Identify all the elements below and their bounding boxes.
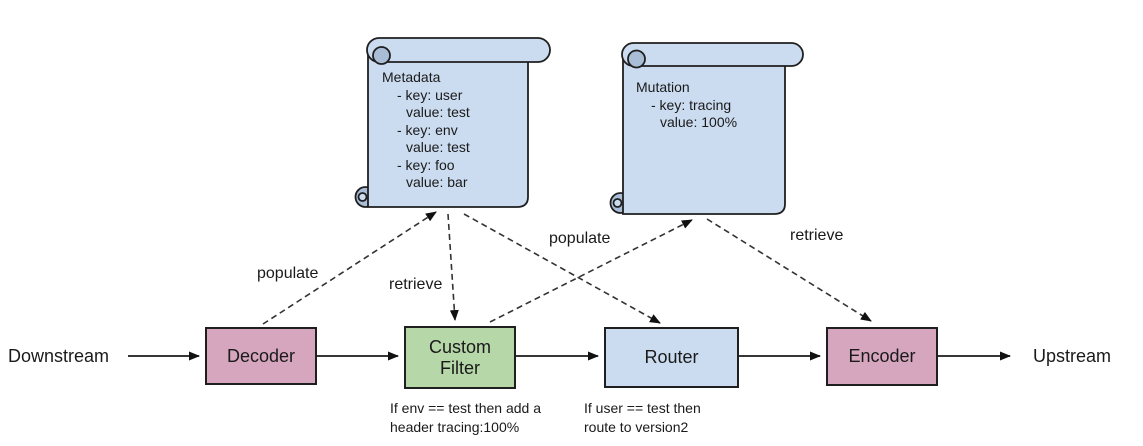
- node-encoder: Encoder: [826, 327, 938, 386]
- scroll-bottom-curl-inner-icon: [357, 192, 368, 202]
- node-router: Router: [604, 327, 739, 388]
- edge-label-retrieve-filter: retrieve: [389, 276, 443, 293]
- scroll-line: value: test: [406, 139, 470, 155]
- edge-label-retrieve-encoder: retrieve: [790, 227, 844, 244]
- scroll-line: value: bar: [406, 174, 468, 190]
- scroll-top-curl-icon: [627, 49, 646, 69]
- scroll-line: value: test: [406, 104, 470, 120]
- dashed-edge-decoder-populate-metadata: [262, 211, 437, 325]
- node-decoder: Decoder: [205, 327, 317, 385]
- scroll-title: Mutation: [636, 79, 690, 95]
- scroll-top-roll: [621, 42, 804, 67]
- metadata-scroll-text: Metadata - key: user value: test - key: …: [382, 69, 470, 192]
- scroll-body: [367, 49, 529, 208]
- scroll-bottom-curl-inner-icon: [612, 198, 623, 208]
- scroll-top-roll: [366, 37, 551, 63]
- router-caption: If user == test then route to version2: [584, 400, 701, 435]
- scroll-body: [622, 53, 786, 215]
- scroll-line: - key: tracing: [651, 96, 732, 113]
- dashed-edge-metadata-retrieve-filter: [447, 213, 459, 321]
- upstream-label: Upstream: [1033, 346, 1112, 366]
- downstream-label: Downstream: [8, 346, 110, 366]
- scroll-title: Metadata: [382, 69, 441, 85]
- scroll-line: - key: user: [397, 86, 463, 103]
- node-custom-filter: Custom Filter: [404, 326, 516, 389]
- dashed-edge-mutation-retrieve-encoder: [706, 218, 872, 322]
- scroll-line: value: 100%: [660, 114, 738, 130]
- scroll-line: - key: env: [397, 121, 458, 138]
- dashed-edge-metadata-to-router: [463, 213, 661, 324]
- mutation-scroll-shape: [609, 42, 804, 215]
- dashed-edge-filter-populate-mutation: [489, 219, 693, 323]
- scroll-line: - key: foo: [397, 156, 455, 173]
- edge-label-populate-decoder: populate: [257, 265, 319, 282]
- custom-filter-caption: If env == test then add a header tracing…: [390, 400, 541, 435]
- edge-label-populate-filter: populate: [549, 230, 611, 247]
- scroll-top-curl-icon: [372, 46, 391, 65]
- metadata-scroll-shape: [354, 37, 551, 208]
- mutation-scroll-text: Mutation - key: tracing value: 100%: [636, 79, 737, 132]
